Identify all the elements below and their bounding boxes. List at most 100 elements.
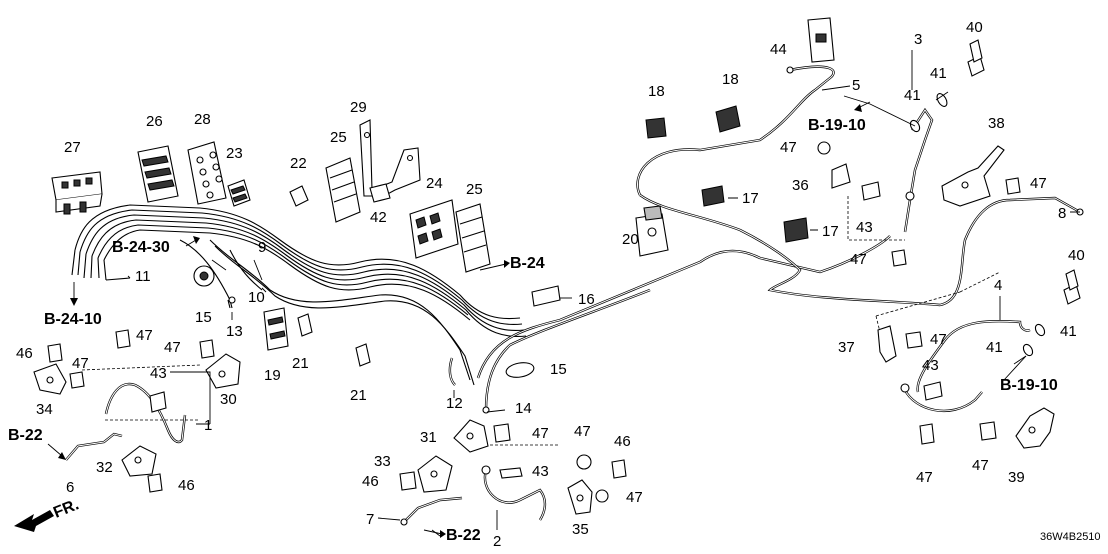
front-direction-arrow bbox=[14, 510, 54, 532]
clip-21b bbox=[355, 343, 371, 367]
part-label-34: 34 bbox=[36, 401, 53, 418]
bracket-38 bbox=[941, 145, 1005, 207]
clip-17a bbox=[701, 185, 725, 207]
bolt-47-left-b bbox=[115, 329, 131, 349]
bracket-30 bbox=[205, 353, 241, 389]
ref-b24-30: B-24-30 bbox=[112, 239, 170, 256]
clip-26 bbox=[137, 145, 179, 203]
reference-labels: B-24-30 B-24-10 B-24 B-22 B-22 B-19-10 B… bbox=[8, 117, 1058, 544]
part-label-11: 11 bbox=[135, 268, 151, 285]
part-label-41a: 41 bbox=[930, 65, 947, 82]
part-label-2: 2 bbox=[493, 533, 501, 550]
part-label-19: 19 bbox=[264, 367, 281, 384]
part-label-47h: 47 bbox=[1030, 175, 1047, 192]
bracket-44 bbox=[807, 17, 835, 63]
bolt-40-right bbox=[1063, 269, 1081, 305]
part-label-47d: 47 bbox=[532, 425, 549, 442]
part-number-labels: 1 2 3 4 5 6 7 8 9 10 11 12 13 14 15 15 1… bbox=[16, 19, 1085, 550]
bolt-47-center-b bbox=[576, 454, 592, 470]
bolt-47-left-a bbox=[69, 371, 85, 389]
part-label-47g: 47 bbox=[780, 139, 797, 156]
bolt-47-mid-right-c bbox=[891, 249, 907, 267]
clip-43b bbox=[499, 467, 523, 479]
clip-17b bbox=[783, 217, 809, 243]
part-label-26: 26 bbox=[146, 113, 163, 130]
part-label-36: 36 bbox=[792, 177, 809, 194]
part-label-40a: 40 bbox=[966, 19, 983, 36]
grommet-15b bbox=[505, 362, 535, 378]
bolt-47-left-c bbox=[199, 339, 215, 359]
part-label-14: 14 bbox=[515, 400, 532, 417]
brake-pipe-6 bbox=[65, 432, 123, 461]
brake-pipe-long-center bbox=[476, 235, 891, 411]
brake-pipe-7 bbox=[400, 496, 463, 526]
part-label-46a: 46 bbox=[16, 345, 33, 362]
part-label-43a: 43 bbox=[150, 365, 167, 382]
part-label-39: 39 bbox=[1008, 469, 1025, 486]
part-label-28: 28 bbox=[194, 111, 211, 128]
clip-18a bbox=[645, 117, 667, 139]
bracket-29 bbox=[359, 119, 421, 197]
grommet-42 bbox=[369, 183, 391, 203]
clip-43a bbox=[149, 391, 167, 413]
brake-pipe-bundle-left bbox=[71, 204, 527, 386]
part-label-47j: 47 bbox=[930, 331, 947, 348]
part-label-20: 20 bbox=[622, 231, 639, 248]
leader-lines bbox=[127, 50, 1080, 537]
bolt-46-center-right bbox=[611, 459, 627, 479]
ref-b19-10-right: B-19-10 bbox=[1000, 377, 1058, 394]
part-label-32: 32 bbox=[96, 459, 113, 476]
part-label-21a: 21 bbox=[292, 355, 309, 372]
grommet-15a bbox=[193, 265, 215, 287]
part-label-30: 30 bbox=[220, 391, 237, 408]
part-label-17b: 17 bbox=[822, 223, 839, 240]
part-label-21b: 21 bbox=[350, 387, 367, 404]
brake-pipe-12 bbox=[448, 357, 456, 386]
part-label-15a: 15 bbox=[195, 309, 212, 326]
part-label-3: 3 bbox=[914, 31, 922, 48]
part-label-38: 38 bbox=[988, 115, 1005, 132]
part-label-16: 16 bbox=[578, 291, 595, 308]
bolt-46-center bbox=[399, 471, 417, 491]
clip-43c bbox=[861, 181, 881, 201]
bracket-36 bbox=[831, 163, 851, 189]
clip-16 bbox=[531, 285, 561, 307]
part-label-42: 42 bbox=[370, 209, 387, 226]
brake-pipe-upper-right bbox=[636, 65, 1084, 307]
bracket-33 bbox=[417, 455, 453, 493]
part-label-25b: 25 bbox=[466, 181, 483, 198]
part-label-41c: 41 bbox=[1060, 323, 1077, 340]
part-label-23: 23 bbox=[226, 145, 243, 162]
washer-47-center-c bbox=[595, 489, 609, 503]
part-label-44: 44 bbox=[770, 41, 787, 58]
part-label-29: 29 bbox=[350, 99, 367, 116]
part-label-33: 33 bbox=[374, 453, 391, 470]
bolt-47-center-a bbox=[493, 423, 511, 443]
part-label-37: 37 bbox=[838, 339, 855, 356]
part-label-5: 5 bbox=[852, 77, 860, 94]
part-label-7: 7 bbox=[366, 511, 374, 528]
clip-19 bbox=[263, 307, 289, 351]
part-label-47i: 47 bbox=[850, 251, 867, 268]
part-label-1: 1 bbox=[204, 417, 212, 434]
part-label-41d: 41 bbox=[986, 339, 1003, 356]
part-label-24: 24 bbox=[426, 175, 443, 192]
part-label-43c: 43 bbox=[856, 219, 873, 236]
part-label-9: 9 bbox=[258, 239, 266, 256]
part-label-35: 35 bbox=[572, 521, 589, 538]
bracket-31 bbox=[453, 419, 489, 453]
part-label-17a: 17 bbox=[742, 190, 759, 207]
part-label-46b: 46 bbox=[178, 477, 195, 494]
clip-25b bbox=[455, 203, 491, 273]
washer-41-right bbox=[1022, 323, 1046, 357]
part-label-27: 27 bbox=[64, 139, 81, 156]
clip-21a bbox=[297, 313, 313, 337]
part-label-6: 6 bbox=[66, 479, 74, 496]
part-label-41b: 41 bbox=[904, 87, 921, 104]
ref-b22-left: B-22 bbox=[8, 427, 43, 444]
clip-24 bbox=[409, 199, 459, 259]
brake-hose-2 bbox=[481, 465, 547, 521]
brake-hose-3 bbox=[903, 107, 934, 233]
brake-hose-1 bbox=[104, 382, 187, 444]
part-label-12: 12 bbox=[446, 395, 463, 412]
